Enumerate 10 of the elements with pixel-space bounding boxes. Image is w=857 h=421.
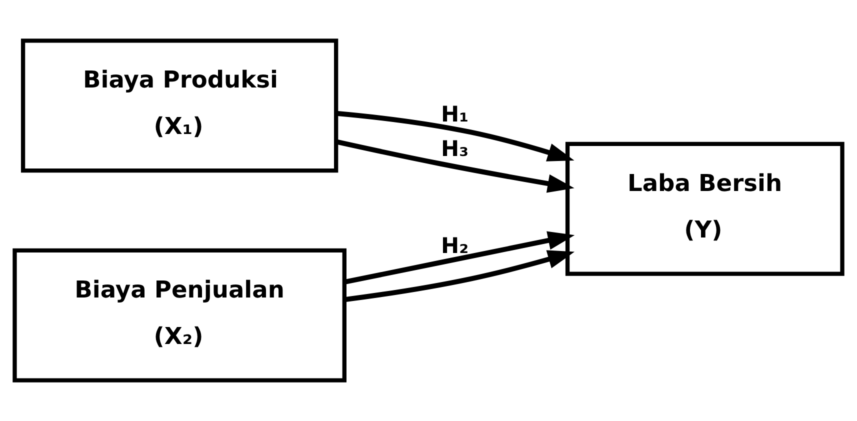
arrow xyxy=(344,231,575,284)
edge-label: H₁ xyxy=(440,102,469,128)
edge-label: H₃ xyxy=(440,137,469,162)
edge-label: H₂ xyxy=(440,234,469,259)
arrow xyxy=(344,250,575,302)
node-box: Biaya Penjualan (X₂) xyxy=(12,248,346,382)
node-box: Biaya Produksi (X₁) xyxy=(20,38,338,173)
node-box: Laba Bersih (Y) xyxy=(565,142,844,276)
arrow xyxy=(336,139,574,193)
arrow xyxy=(336,110,574,162)
